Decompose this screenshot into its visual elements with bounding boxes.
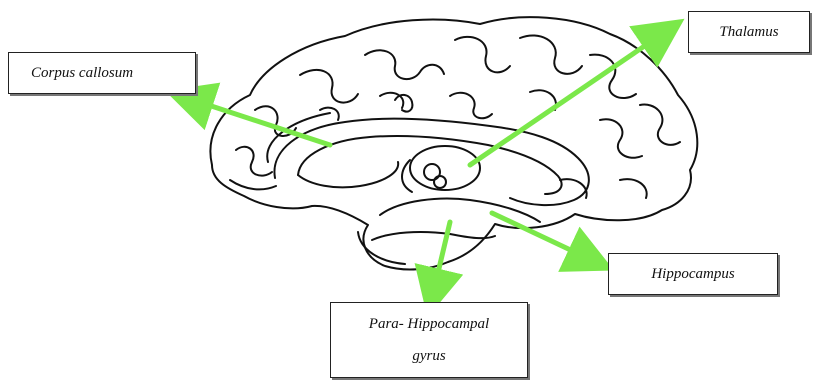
- hippocampus-label: Hippocampus: [608, 253, 778, 295]
- arrow-thalamus: [470, 30, 668, 165]
- corpus-callosum-label: Corpus callosum: [8, 52, 196, 94]
- parahippocampal-text-line1: Para- Hippocampal: [369, 308, 489, 340]
- arrow-corpus-callosum: [184, 97, 330, 145]
- thalamus-label: Thalamus: [688, 11, 810, 53]
- parahippocampal-text-line2: gyrus: [412, 340, 445, 372]
- arrow-hippocampus: [492, 213, 596, 262]
- thalamus-text: Thalamus: [719, 24, 778, 41]
- hippocampus-text: Hippocampus: [651, 266, 734, 283]
- parahippocampal-gyrus-label: Para- Hippocampal gyrus: [330, 302, 528, 378]
- corpus-callosum-text: Corpus callosum: [31, 65, 133, 82]
- arrows: [184, 30, 668, 298]
- brain-outline: [210, 17, 697, 269]
